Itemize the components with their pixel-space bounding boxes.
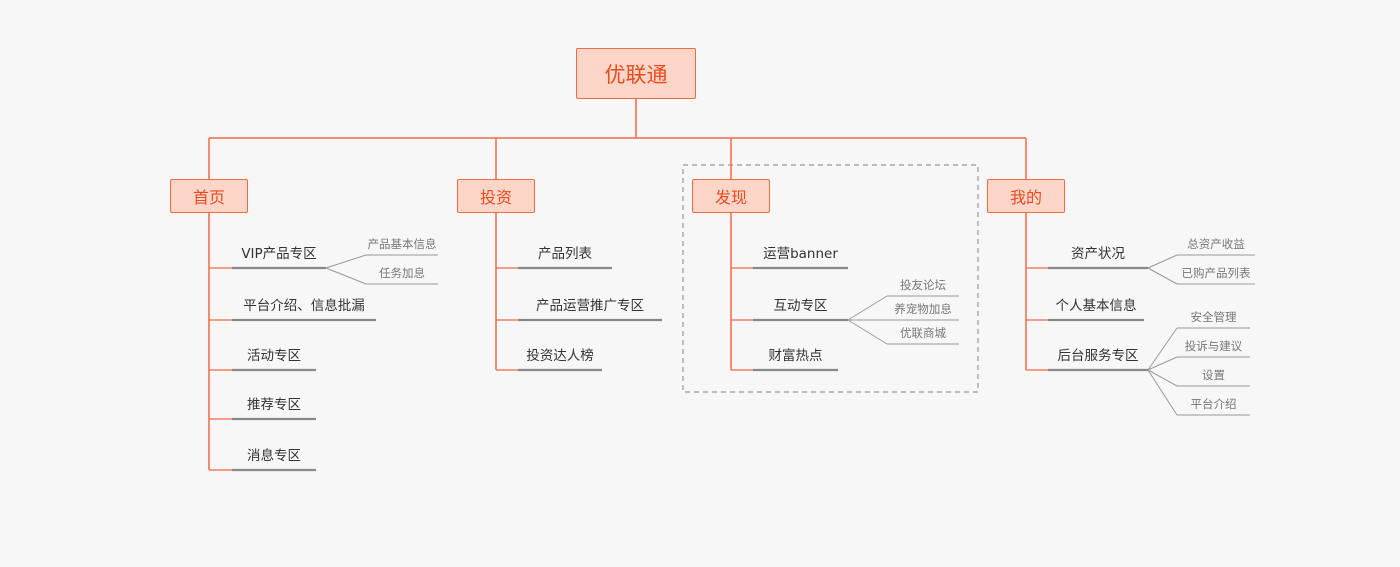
item-label-1-0: 产品列表 [538,246,592,262]
item-label-3-2: 后台服务专区 [1057,348,1139,364]
item-label-0-1: 平台介绍、信息批漏 [243,298,365,314]
leaf-label-3-0-1: 已购产品列表 [1181,266,1251,280]
item-label-0-0: VIP产品专区 [241,246,317,262]
leaf-connector-0-0-1 [325,267,367,285]
item-label-0-2: 活动专区 [247,348,301,364]
discover-dashed-frame [682,164,979,393]
item-label-3-1: 个人基本信息 [1055,298,1137,314]
leaf-label-3-2-0: 安全管理 [1190,310,1237,324]
section-node-discover: 发现 [692,179,770,213]
leaf-connector-3-2-1 [1147,356,1178,371]
leaf-connector-3-2-3 [1147,369,1178,416]
item-label-0-4: 消息专区 [247,448,301,464]
item-label-1-1: 产品运营推广专区 [536,298,644,314]
root-node: 优联通 [576,48,696,99]
item-label-0-3: 推荐专区 [247,397,301,413]
leaf-label-2-1-1: 养宠物加息 [894,302,952,316]
leaf-label-3-2-2: 设置 [1202,368,1225,382]
leaf-connector-3-0-0 [1147,254,1178,269]
item-label-2-0: 运营banner [763,246,838,262]
section-node-invest: 投资 [457,179,535,213]
item-label-3-0: 资产状况 [1071,246,1125,262]
leaf-label-0-0-1: 任务加息 [379,266,425,280]
item-label-1-2: 投资达人榜 [526,348,594,364]
leaf-connector-3-2-0 [1147,327,1178,371]
leaf-connector-2-1-2 [847,319,888,345]
leaf-connector-2-1-0 [847,295,888,321]
leaf-label-3-2-3: 平台介绍 [1190,397,1237,411]
section-node-mine: 我的 [987,179,1065,213]
item-label-2-2: 财富热点 [768,348,823,364]
leaf-connector-0-0-0 [325,254,367,269]
leaf-label-3-2-1: 投诉与建议 [1184,339,1243,353]
leaf-label-0-0-0: 产品基本信息 [367,237,437,251]
item-label-2-1: 互动专区 [773,298,828,314]
leaf-label-3-0-0: 总资产收益 [1187,237,1245,251]
leaf-label-2-1-2: 优联商城 [900,326,946,340]
section-node-home: 首页 [170,179,248,213]
leaf-connector-3-0-1 [1147,267,1178,285]
leaf-label-2-1-0: 投友论坛 [900,278,946,292]
leaf-connector-3-2-2 [1147,369,1178,387]
